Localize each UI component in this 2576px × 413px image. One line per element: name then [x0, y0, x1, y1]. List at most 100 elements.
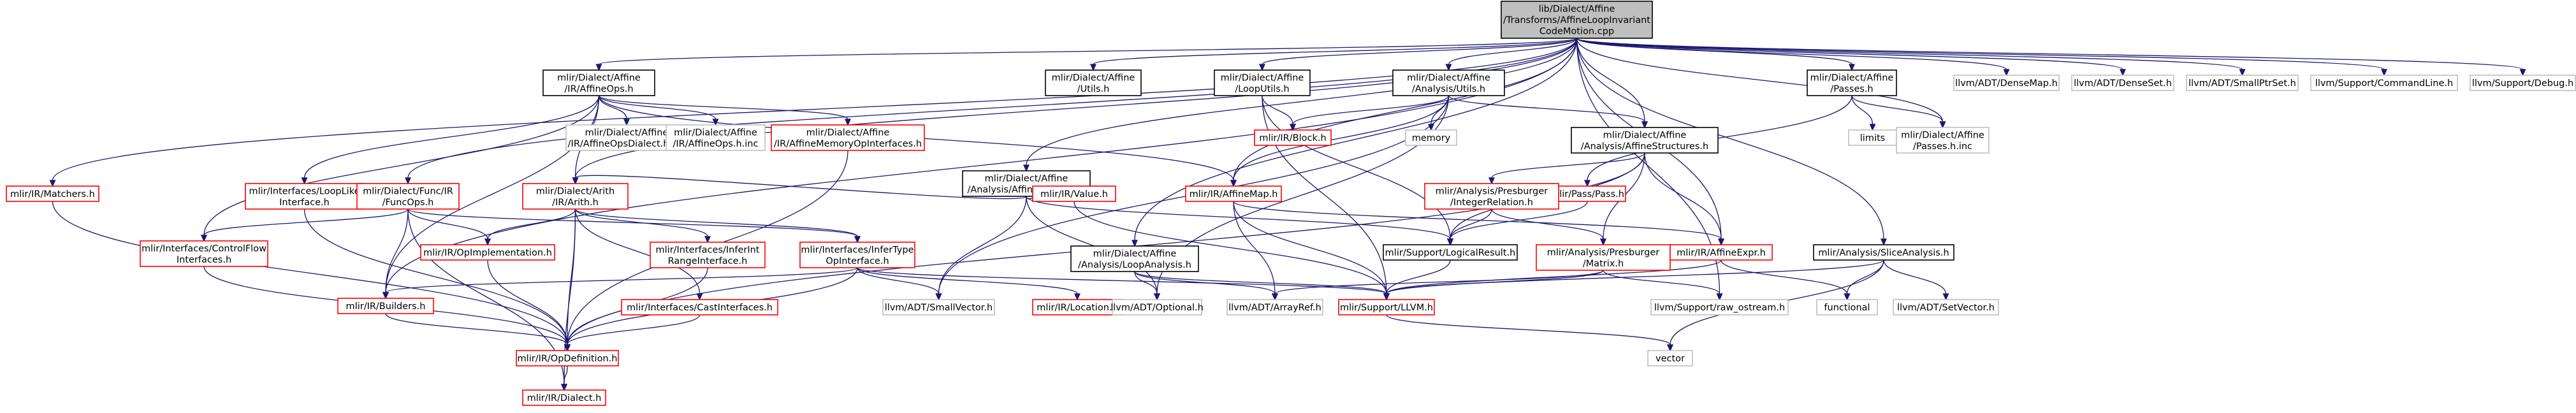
node-mlir-dialect-affine-analysis-utils-h[interactable]: mlir/Dialect/Affine/Analysis/Utils.h — [1392, 69, 1505, 96]
edge-anaaffine-to-smallvector — [935, 196, 1027, 301]
edge-line — [598, 95, 717, 120]
edge-castif-to-opdef — [564, 314, 701, 352]
edge-affstruct-to-intrel — [1488, 152, 1645, 185]
node-label-line: mlir/Interfaces/ControlFlow — [142, 243, 266, 254]
edge-funcops-to-controlflow — [200, 208, 409, 242]
node-lib-dialect-affine-transforms-affineloopinvariantcodemotion-cpp: lib/Dialect/Affine/Transforms/AffineLoop… — [1501, 1, 1653, 39]
arrowhead — [560, 384, 568, 391]
node-box — [1254, 129, 1332, 146]
node-label-line: mlir/IR/Block.h — [1259, 133, 1326, 143]
node-mlir-ir-matchers-h[interactable]: mlir/IR/Matchers.h — [6, 185, 99, 202]
node-label-line: /Transforms/AffineLoopInvariant — [1503, 15, 1650, 25]
node-label-line: llvm/ADT/SmallPtrSet.h — [2188, 78, 2296, 89]
arrowhead — [404, 177, 412, 185]
node-mlir-dialect-affine-passes-h[interactable]: mlir/Dialect/Affine/Passes.h — [1807, 69, 1897, 96]
node-box — [2310, 75, 2458, 91]
edge-line — [1576, 38, 2243, 70]
node-mlir-ir-builders-h[interactable]: mlir/IR/Builders.h — [337, 298, 434, 314]
node-label-line: mlir/Dialect/Affine — [674, 127, 757, 138]
edge-root-to-looparray — [1131, 38, 1578, 247]
node-box — [1807, 69, 1897, 96]
arrowhead — [1153, 293, 1161, 301]
arrowhead — [1641, 121, 1648, 129]
edge-line — [574, 38, 1578, 178]
edge-line — [385, 267, 858, 293]
edge-root-to-smallptrset — [1576, 38, 2246, 76]
arrowhead — [1869, 124, 1876, 131]
node-mlir-ir-block-h[interactable]: mlir/IR/Block.h — [1254, 129, 1332, 146]
node-llvm-adt-arrayref-h: llvm/ADT/ArrayRef.h — [1226, 299, 1323, 315]
edge-root-to-arith — [572, 38, 1578, 185]
node-mlir-support-llvm-h[interactable]: mlir/Support/LLVM.h — [1338, 299, 1435, 315]
node-mlir-ir-affinemap-h[interactable]: mlir/IR/AffineMap.h — [1185, 185, 1282, 202]
arrowhead — [200, 235, 208, 242]
node-label-line: mlir/Analysis/SliceAnalysis.h — [1818, 248, 1949, 258]
node-mlir-dialect-affine-passes-h-inc: mlir/Dialect/Affine/Passes.h.inc — [1896, 127, 1990, 154]
edge-line — [1851, 95, 1874, 125]
edge-root-to-denseset — [1576, 38, 2127, 76]
edge-root-to-matchers — [49, 38, 1578, 187]
edge-line — [938, 196, 1027, 294]
node-mlir-analysis-presburger-integerrelation-h[interactable]: mlir/Analysis/Presburger/IntegerRelation… — [1424, 183, 1559, 210]
node-mlir-ir-value-h[interactable]: mlir/IR/Value.h — [1032, 185, 1116, 202]
node-mlir-pass-pass-h[interactable]: mlir/Pass/Pass.h — [1548, 185, 1626, 202]
node-mlir-ir-dialect-h[interactable]: mlir/IR/Dialect.h — [522, 389, 606, 406]
node-mlir-dialect-arith-ir-arith-h[interactable]: mlir/Dialect/Arith/IR/Arith.h — [522, 183, 629, 210]
edge-line — [1386, 314, 1671, 345]
edge-infertype-to-builders — [382, 267, 858, 300]
node-label-line: vector — [1655, 354, 1685, 364]
node-mlir-dialect-affine-analysis-affinestructures-h[interactable]: mlir/Dialect/Affine/Analysis/AffineStruc… — [1571, 127, 1719, 154]
node-box — [1392, 69, 1505, 96]
node-mlir-dialect-affine-looputils-h[interactable]: mlir/Dialect/Affine/LoopUtils.h — [1214, 69, 1311, 96]
node-llvm-support-commandline-h: llvm/Support/CommandLine.h — [2310, 75, 2458, 91]
node-mlir-ir-affineexpr-h[interactable]: mlir/IR/AffineExpr.h — [1670, 244, 1773, 261]
node-llvm-support-raw-ostream-h: llvm/Support/raw_ostream.h — [1650, 299, 1789, 315]
edge-line — [1274, 270, 1604, 294]
node-mlir-analysis-presburger-matrix-h[interactable]: mlir/Analysis/Presburger/Matrix.h — [1536, 244, 1671, 271]
node-mlir-analysis-sliceanalysis-h[interactable]: mlir/Analysis/SliceAnalysis.h — [1813, 244, 1954, 261]
edge-affineops-to-affopsdialect — [598, 95, 630, 126]
node-mlir-dialect-affine-utils-h[interactable]: mlir/Dialect/Affine/Utils.h — [1045, 69, 1142, 96]
node-mlir-ir-opimplementation-h[interactable]: mlir/IR/OpImplementation.h — [420, 244, 555, 261]
edge-passes-to-passesinc — [1851, 95, 1946, 129]
edge-line — [385, 313, 568, 345]
node-mlir-dialect-func-ir-funcops-h[interactable]: mlir/Dialect/Func/IR/FuncOps.h — [356, 183, 460, 210]
edge-line — [1851, 95, 1944, 122]
edge-line — [857, 267, 940, 294]
node-label-line: mlir/Dialect/Affine — [985, 173, 1068, 184]
node-box — [2470, 75, 2576, 91]
node-label-line: mlir/IR/AffineMap.h — [1190, 189, 1278, 199]
arrowhead — [935, 293, 942, 301]
node-mlir-dialect-affine-analysis-loopanalysis-h[interactable]: mlir/Dialect/Affine/Analysis/LoopAnalysi… — [1070, 245, 1199, 272]
edge-line — [1576, 38, 2385, 70]
edge-line — [1233, 201, 1276, 294]
arrowhead — [1939, 121, 1946, 129]
node-label-line: mlir/Dialect/Affine — [1221, 73, 1304, 83]
node-mlir-dialect-affine-ir-affinememoryopinterfaces-h[interactable]: mlir/Dialect/Affine/IR/AffineMemoryOpInt… — [771, 124, 925, 151]
node-mlir-support-logicalresult-h[interactable]: mlir/Support/LogicalResult.h — [1383, 244, 1518, 261]
node-mlir-interfaces-castinterfaces-h[interactable]: mlir/Interfaces/CastInterfaces.h — [621, 299, 778, 315]
node-mlir-ir-location-h[interactable]: mlir/IR/Location.h — [1032, 299, 1123, 315]
node-label-line: /IntegerRelation.h — [1450, 198, 1533, 208]
arrowhead — [844, 119, 852, 126]
node-label-line: /IR/AffineMemoryOpInterfaces.h — [774, 139, 922, 149]
arrowhead — [382, 292, 389, 300]
node-mlir-dialect-affine-ir-affineops-h[interactable]: mlir/Dialect/Affine/IR/AffineOps.h — [542, 69, 655, 96]
node-mlir-ir-opdefinition-h[interactable]: mlir/IR/OpDefinition.h — [516, 350, 619, 366]
arrowhead — [1844, 293, 1851, 301]
node-label-line: llvm/ADT/DenseSet.h — [2074, 78, 2172, 89]
node-label-line: llvm/ADT/ArrayRef.h — [1228, 303, 1321, 313]
arrowhead — [484, 238, 491, 246]
node-label-line: mlir/Pass/Pass.h — [1550, 189, 1624, 199]
node-label-line: functional — [1824, 303, 1870, 313]
edge-root-to-cmdline — [1576, 38, 2388, 76]
edge-line — [407, 38, 1578, 178]
node-label-line: /IR/AffineOps.h.inc — [673, 139, 759, 149]
edge-line — [1576, 38, 2123, 70]
edge-anaaffine-to-arith — [572, 175, 1027, 199]
